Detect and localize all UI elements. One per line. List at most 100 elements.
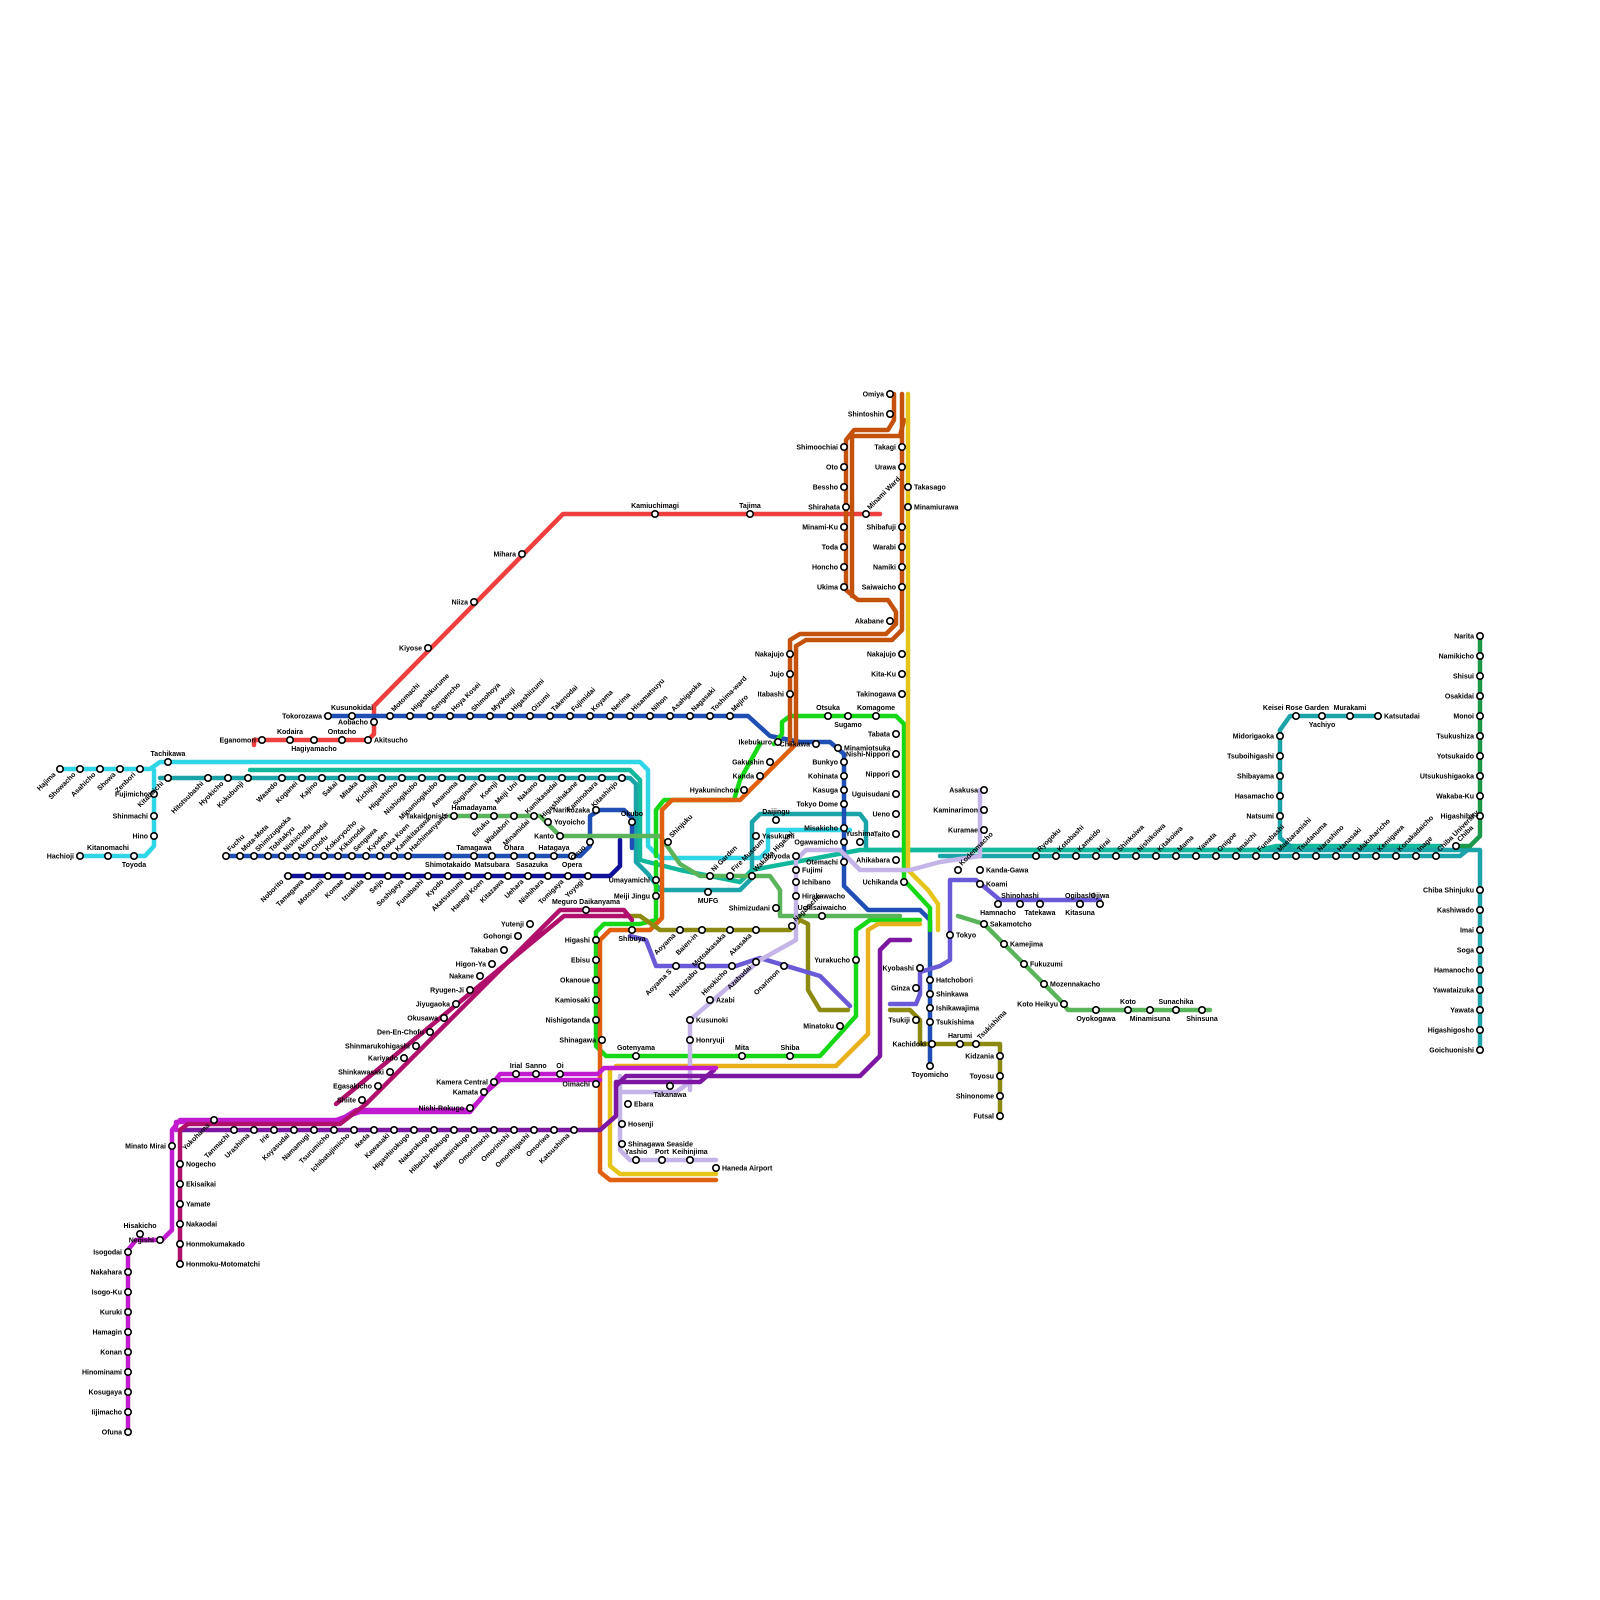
station-dot-wadabori[interactable] bbox=[509, 811, 518, 820]
station-dot-azabudai[interactable] bbox=[751, 957, 760, 966]
station-dot-osakidai[interactable] bbox=[1476, 691, 1485, 700]
station-dot-higashigosho[interactable] bbox=[1476, 1026, 1485, 1035]
station-dot-funabashi[interactable] bbox=[1252, 851, 1261, 860]
station-dot-hasamacho[interactable] bbox=[1276, 791, 1285, 800]
station-dot-minamisuna[interactable] bbox=[1146, 1005, 1155, 1014]
station-dot-akitsucho[interactable] bbox=[363, 735, 372, 744]
station-dot-kawasaki[interactable] bbox=[389, 1126, 398, 1135]
station-dot-minamirokugo[interactable] bbox=[469, 1126, 478, 1135]
station-dot-shimotakaido[interactable] bbox=[443, 851, 452, 860]
station-dot-omorinishi[interactable] bbox=[509, 1126, 518, 1135]
station-dot-konakadaicho[interactable] bbox=[1392, 851, 1401, 860]
station-dot-goichuonishi[interactable] bbox=[1476, 1046, 1485, 1055]
station-dot-asakusa[interactable] bbox=[979, 785, 988, 794]
station-dot-motomachi[interactable] bbox=[385, 711, 394, 720]
station-dot-hinominami[interactable] bbox=[124, 1368, 133, 1377]
station-dot-sengencho[interactable] bbox=[425, 711, 434, 720]
station-dot-higashirokugo[interactable] bbox=[409, 1126, 418, 1135]
station-dot-meguro-daikanyama[interactable] bbox=[581, 905, 590, 914]
station-dot-shisui[interactable] bbox=[1476, 671, 1485, 680]
station-dot-irial[interactable] bbox=[511, 1070, 520, 1079]
station-dot-toyoda[interactable] bbox=[130, 851, 139, 860]
station-dot-kamiuchimagi[interactable] bbox=[650, 509, 659, 518]
station-dot-tsukishima[interactable] bbox=[971, 1040, 980, 1049]
station-dot-yushima[interactable] bbox=[855, 837, 864, 846]
station-dot-shinkawasaki[interactable] bbox=[385, 1068, 394, 1077]
station-dot-uchisaiwaicho[interactable] bbox=[817, 911, 826, 920]
station-dot-nihon[interactable] bbox=[645, 711, 654, 720]
station-dot-fujimicho[interactable] bbox=[150, 789, 159, 798]
station-dot-shiba[interactable] bbox=[785, 1052, 794, 1061]
station-dot-honcho[interactable] bbox=[839, 562, 848, 571]
station-dot-nishiogikubo[interactable] bbox=[417, 773, 426, 782]
station-dot-namamugi[interactable] bbox=[309, 1126, 318, 1135]
station-dot-hanegi-koen[interactable] bbox=[483, 871, 492, 880]
station-dot-kitasuna[interactable] bbox=[1076, 899, 1085, 908]
station-dot-nippori[interactable] bbox=[891, 769, 900, 778]
station-dot-kaminohara[interactable] bbox=[597, 773, 606, 782]
station-dot-wakaba-higashi[interactable] bbox=[747, 871, 756, 880]
station-dot-kasuga[interactable] bbox=[839, 785, 848, 794]
station-dot-yutenji[interactable] bbox=[525, 919, 534, 928]
station-dot-takaidonishi[interactable] bbox=[449, 811, 458, 820]
station-dot-ryogoku[interactable] bbox=[1032, 851, 1041, 860]
station-dot-kichijoji[interactable] bbox=[377, 773, 386, 782]
station-dot-kitashinjo[interactable] bbox=[617, 773, 626, 782]
station-dot-namiki[interactable] bbox=[897, 562, 906, 571]
station-dot-fukuzumi[interactable] bbox=[1019, 959, 1028, 968]
station-dot-kusunokidai[interactable] bbox=[347, 711, 356, 720]
station-dot-kanda[interactable] bbox=[755, 771, 764, 780]
station-dot-tabata[interactable] bbox=[891, 729, 900, 738]
station-dot-kamejima[interactable] bbox=[999, 939, 1008, 948]
station-dot-kokuryocho[interactable] bbox=[319, 851, 328, 860]
station-dot-shinjuku[interactable] bbox=[663, 837, 672, 846]
station-dot-ontacho[interactable] bbox=[337, 735, 346, 744]
station-dot-chiyoda[interactable] bbox=[791, 851, 800, 860]
station-dot-narashino[interactable] bbox=[1312, 851, 1321, 860]
station-dot-komae[interactable] bbox=[343, 871, 352, 880]
station-dot-ueno[interactable] bbox=[891, 809, 900, 818]
station-dot-hirai[interactable] bbox=[1092, 851, 1101, 860]
station-dot-narita[interactable] bbox=[1476, 631, 1485, 640]
station-dot-tokorozawa[interactable] bbox=[323, 711, 332, 720]
station-dot-aobacho[interactable] bbox=[369, 717, 378, 726]
station-dot-ukima[interactable] bbox=[839, 582, 848, 591]
station-dot-sasazuka[interactable] bbox=[527, 851, 536, 860]
station-dot-matsubara[interactable] bbox=[487, 851, 496, 860]
station-dot-nagatacho[interactable] bbox=[787, 921, 796, 930]
station-dot-tsurumicho[interactable] bbox=[329, 1126, 338, 1135]
station-dot-keisei-rose-garden[interactable] bbox=[1292, 711, 1301, 720]
station-dot-kodaira[interactable] bbox=[285, 735, 294, 744]
station-dot-chofu[interactable] bbox=[305, 851, 314, 860]
station-dot-shinmachi[interactable] bbox=[150, 811, 159, 820]
station-dot-meiji-uni[interactable] bbox=[517, 773, 526, 782]
station-dot-soga[interactable] bbox=[1476, 945, 1485, 954]
station-dot-izuakida[interactable] bbox=[363, 871, 372, 880]
station-dot-hino[interactable] bbox=[150, 831, 159, 840]
station-dot-koami[interactable] bbox=[975, 879, 984, 888]
station-dot-saiwaicho[interactable] bbox=[897, 582, 906, 591]
station-dot-kaminarimon[interactable] bbox=[979, 805, 988, 814]
station-dot-kosugaya[interactable] bbox=[124, 1388, 133, 1397]
station-dot-yoyogi[interactable] bbox=[583, 871, 592, 880]
station-dot-nishihara[interactable] bbox=[543, 871, 552, 880]
station-dot-yawata2[interactable] bbox=[1476, 1005, 1485, 1014]
station-dot-takanawa[interactable] bbox=[665, 1082, 674, 1091]
station-dot-utsukushigaoka[interactable] bbox=[1476, 771, 1485, 780]
station-dot-kashiwado[interactable] bbox=[1476, 905, 1485, 914]
station-dot-mufg[interactable] bbox=[703, 887, 712, 896]
station-dot-higashi[interactable] bbox=[591, 935, 600, 944]
station-dot-shibayama[interactable] bbox=[1276, 771, 1285, 780]
station-dot-ginza[interactable] bbox=[911, 983, 920, 992]
station-dot-honmoku-motomachi[interactable] bbox=[176, 1260, 185, 1269]
station-dot-warabi[interactable] bbox=[897, 542, 906, 551]
station-dot-omoriwa[interactable] bbox=[549, 1126, 558, 1135]
station-dot-ikebukuro[interactable] bbox=[773, 737, 782, 746]
station-dot-kamikitazawa[interactable] bbox=[389, 851, 398, 860]
station-dot-imai[interactable] bbox=[1476, 925, 1485, 934]
station-dot-sakamotcho[interactable] bbox=[979, 919, 988, 928]
station-dot-yamate[interactable] bbox=[176, 1200, 185, 1209]
station-dot-itabashi[interactable] bbox=[785, 689, 794, 698]
station-dot-keihinjima[interactable] bbox=[685, 1156, 694, 1165]
station-dot-hamnacho[interactable] bbox=[993, 899, 1002, 908]
